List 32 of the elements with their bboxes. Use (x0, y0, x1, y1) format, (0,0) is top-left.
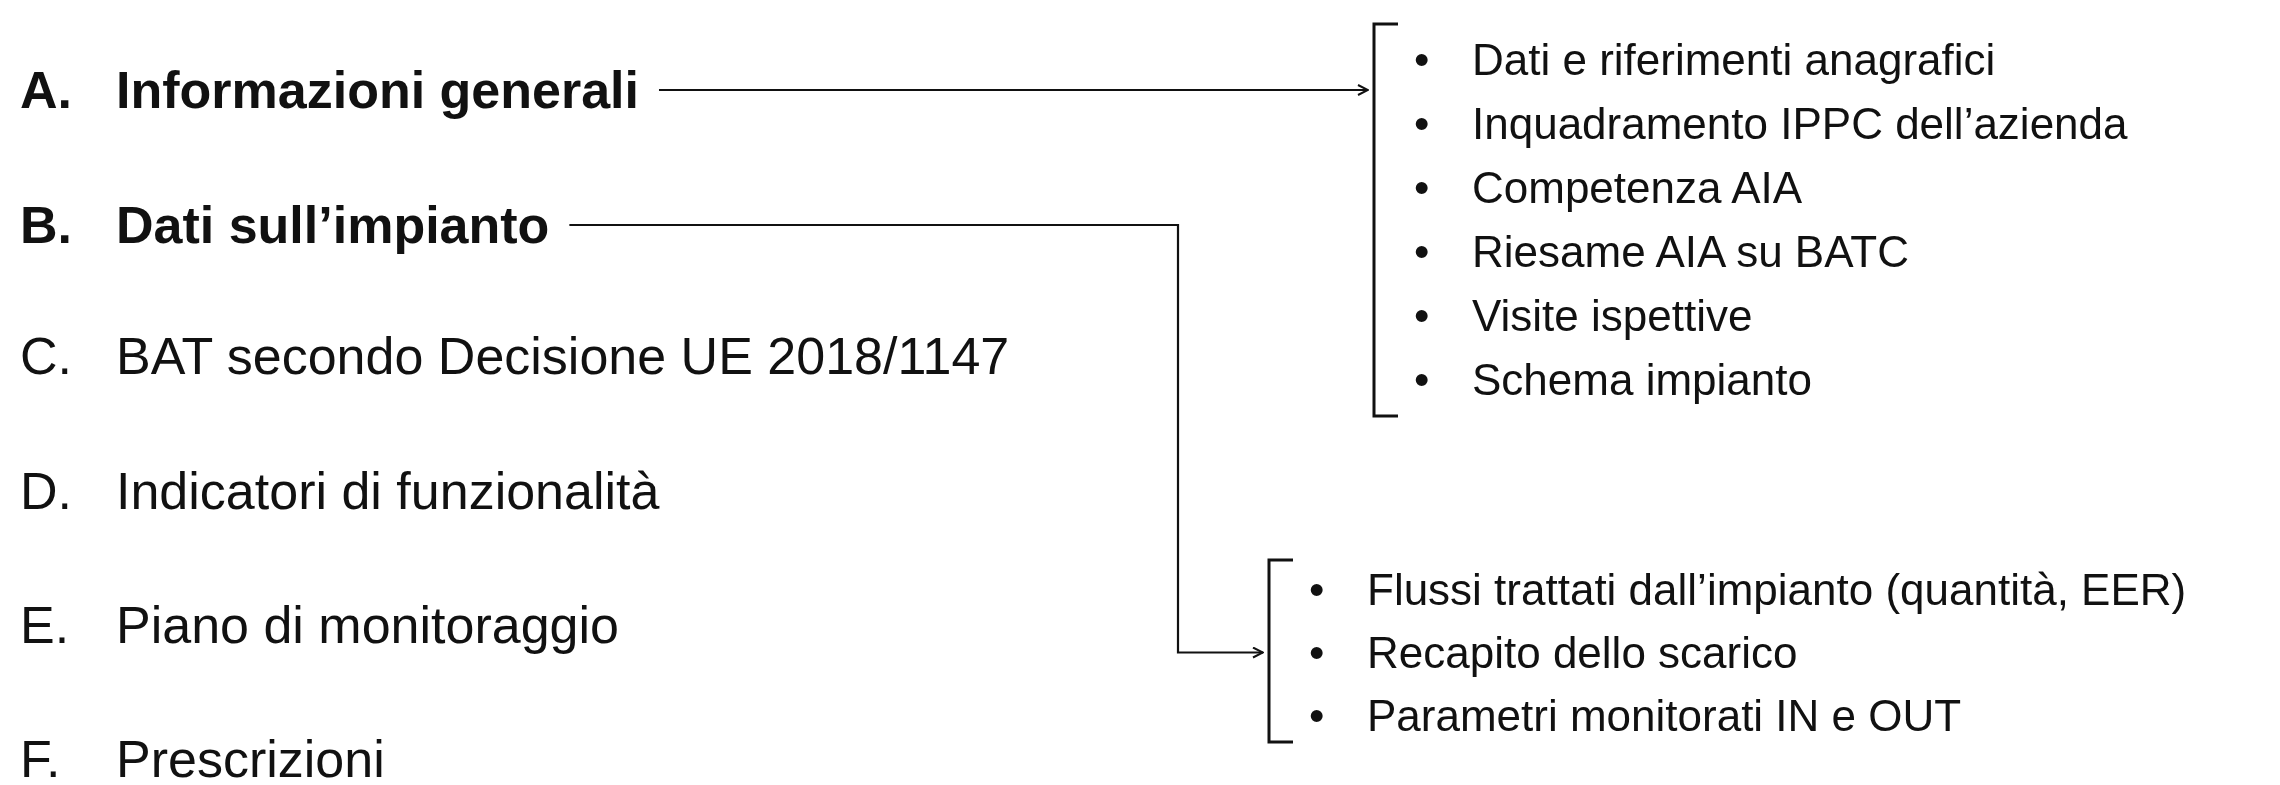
bullet: • (1414, 355, 1431, 405)
list-item: Recapito dello scarico (1367, 627, 1798, 678)
list-item: Schema impianto (1472, 355, 1812, 405)
bullet: • (1414, 35, 1431, 85)
bullet: • (1309, 564, 1326, 615)
list-item: Visite ispettive (1472, 291, 1753, 341)
list-letter: B. (20, 195, 73, 255)
bullet: • (1414, 99, 1431, 149)
list-letter: C. (20, 326, 73, 386)
list-item: Parametri monitorati IN e OUT (1367, 690, 1962, 741)
bullet: • (1414, 227, 1431, 277)
bullet: • (1309, 627, 1326, 678)
list-item: Inquadramento IPPC dell’azienda (1472, 99, 2128, 149)
list-letter: D. (20, 461, 73, 521)
arrow (659, 84, 1369, 96)
list-heading: Prescrizioni (116, 729, 385, 785)
list-heading: Informazioni generali (116, 60, 639, 120)
list-heading: Indicatori di funzionalità (116, 461, 660, 521)
list-letter: A. (20, 60, 73, 120)
list-heading: Dati sull’impianto (116, 195, 550, 255)
list-letter: F. (20, 729, 62, 785)
arrow (569, 223, 1264, 659)
list-item: Riesame AIA su BATC (1472, 227, 1909, 277)
list-letter: E. (20, 595, 71, 655)
list-item: Flussi trattati dall’impianto (quantità, EER) (1367, 564, 2187, 615)
list-item: Dati e riferimenti anagrafici (1472, 35, 1996, 85)
bullet: • (1414, 291, 1431, 341)
list-heading: BAT secondo Decisione UE 2018/1147 (116, 326, 1010, 386)
list-item: Competenza AIA (1472, 163, 1803, 213)
bullet: • (1309, 690, 1326, 741)
bullet: • (1414, 163, 1431, 213)
list-heading: Piano di monitoraggio (116, 595, 619, 655)
